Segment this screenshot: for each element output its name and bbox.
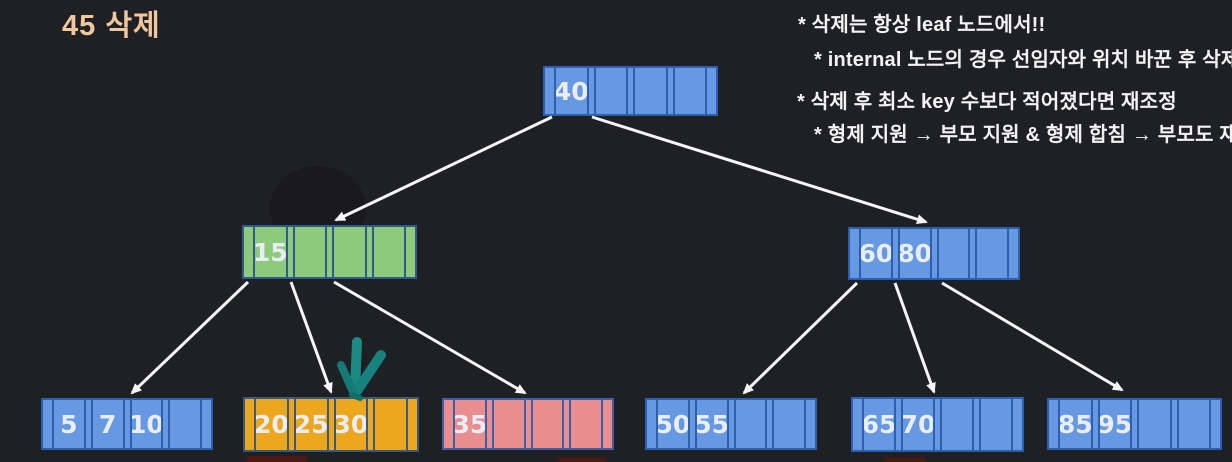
note-line-3: * 삭제 후 최소 key 수보다 적어졌다면 재조정 [797,91,1177,113]
pointer-cell [408,399,417,450]
node-leaf-5-7-10: 5 7 10 [41,398,213,450]
key-cell [332,227,367,277]
node-leaf-85-95: 85 95 [1047,398,1222,450]
node-internal-60-80: 60 80 [848,227,1020,280]
key-cell [593,68,628,114]
pointer-cell [1211,400,1220,448]
edge-6080-leaf-65-70 [893,282,936,394]
highlight-arrow-icon [337,337,386,401]
key-cell [168,400,202,448]
key-cell [1137,400,1172,448]
key-cell [772,400,806,448]
pointer-cell [406,227,415,277]
pointer-cell [244,227,253,277]
key-cell [936,229,971,278]
edge-15-leaf-35 [333,280,527,395]
pointer-cell [545,68,554,114]
edge-6080-leaf-85-95 [941,281,1124,392]
node-internal-15: 15 [242,225,417,279]
key-cell: 70 [901,399,935,450]
key-cell: 40 [554,68,589,114]
key-cell: 35 [453,400,487,448]
pointer-cell [853,399,862,450]
page-title: 45 삭제 [62,10,161,42]
edge-root-internal-15 [334,115,553,222]
key-cell: 85 [1058,400,1093,448]
key-cell [975,229,1009,278]
pointer-cell [1049,400,1058,448]
pointer-cell [647,400,656,448]
pointer-cell [202,400,211,448]
pointer-cell [444,400,453,448]
key-cell [373,399,408,450]
pointer-cell [850,229,859,278]
node-leaf-20-25-30: 20 25 30 [243,397,419,452]
node-root: 40 [543,66,718,116]
note-line-4: * 형제 지원 → 부모 지원 & 형제 합침 → 부모도 재조정 [814,124,1232,146]
key-cell: 15 [253,227,288,277]
key-cell [292,227,327,277]
pointer-cell [603,400,612,448]
pen-smudge [246,456,308,462]
key-cell [1176,400,1211,448]
key-cell: 20 [254,399,289,450]
pointer-cell [43,400,52,448]
key-cell [371,227,406,277]
node-leaf-65-70: 65 70 [851,397,1024,452]
edge-6080-leaf-50-55 [742,281,859,395]
key-cell: 5 [52,400,86,448]
pen-smudge [558,457,606,462]
pointer-cell [707,68,716,114]
key-cell [979,399,1013,450]
node-leaf-35: 35 [442,398,614,450]
key-cell [530,400,565,448]
key-cell: 60 [859,229,893,278]
pen-smudge [884,457,926,462]
note-line-2: * internal 노드의 경우 선임자와 위치 바꾼 후 삭제 [814,49,1232,71]
pointer-cell [806,400,815,448]
key-cell [940,399,974,450]
key-cell: 95 [1097,400,1132,448]
pointer-cell [1013,399,1022,450]
pointer-cell [245,399,254,450]
key-cell: 80 [897,229,932,278]
key-cell [569,400,603,448]
key-cell: 50 [656,400,690,448]
key-cell [633,68,668,114]
node-leaf-50-55: 50 55 [645,398,817,450]
key-cell: 25 [293,399,329,450]
key-cell: 7 [90,400,125,448]
note-line-1: * 삭제는 항상 leaf 노드에서!! [798,14,1046,36]
key-cell: 10 [129,400,164,448]
pointer-cell [1009,229,1018,278]
edge-15-leaf-5-7-10 [130,280,250,395]
key-cell: 65 [862,399,896,450]
key-cell [491,400,526,448]
edge-15-leaf-20-25-30 [289,281,333,394]
key-cell [733,400,768,448]
key-cell [672,68,707,114]
key-cell: 55 [694,400,729,448]
key-cell: 30 [333,399,369,450]
